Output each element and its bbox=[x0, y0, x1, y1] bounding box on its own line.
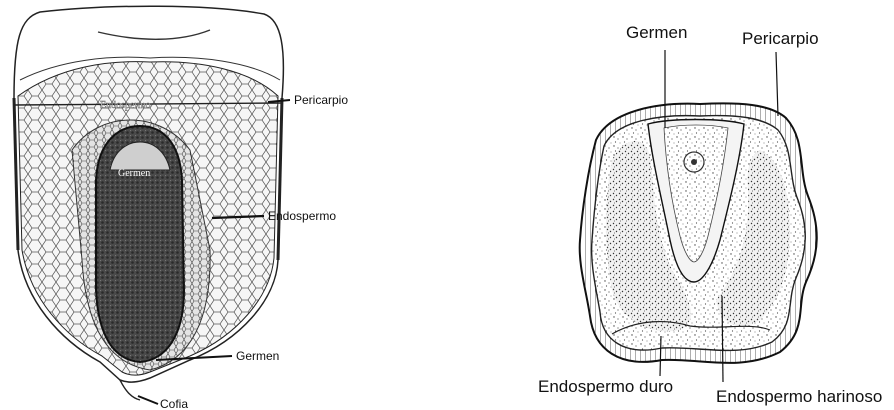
endosperm-label: Endospermo bbox=[268, 209, 336, 223]
cross-section: Germen Pericarpio Endospermo duro Endosp… bbox=[538, 23, 882, 406]
endosperm-inner-label: Endospermo bbox=[100, 100, 151, 111]
germ-nucleus-core bbox=[691, 159, 697, 165]
cofia-callout-line bbox=[138, 396, 158, 404]
cofia-label: Cofia bbox=[160, 397, 188, 410]
cross-germ-label: Germen bbox=[626, 23, 687, 42]
longitudinal-section: Endospermo Germen Pericarpio Endospermo … bbox=[14, 6, 348, 410]
cross-hard-endosperm-label: Endospermo duro bbox=[538, 377, 673, 396]
germ-label: Germen bbox=[236, 349, 279, 363]
cross-pericarp-callout-line bbox=[776, 52, 778, 116]
cross-floury-endosperm-label: Endospermo harinoso bbox=[716, 387, 882, 406]
germ-inner-label: Germen bbox=[118, 168, 150, 179]
cross-pericarp-label: Pericarpio bbox=[742, 29, 819, 48]
tip-cap bbox=[120, 380, 140, 400]
pericarp-label: Pericarpio bbox=[294, 93, 348, 107]
